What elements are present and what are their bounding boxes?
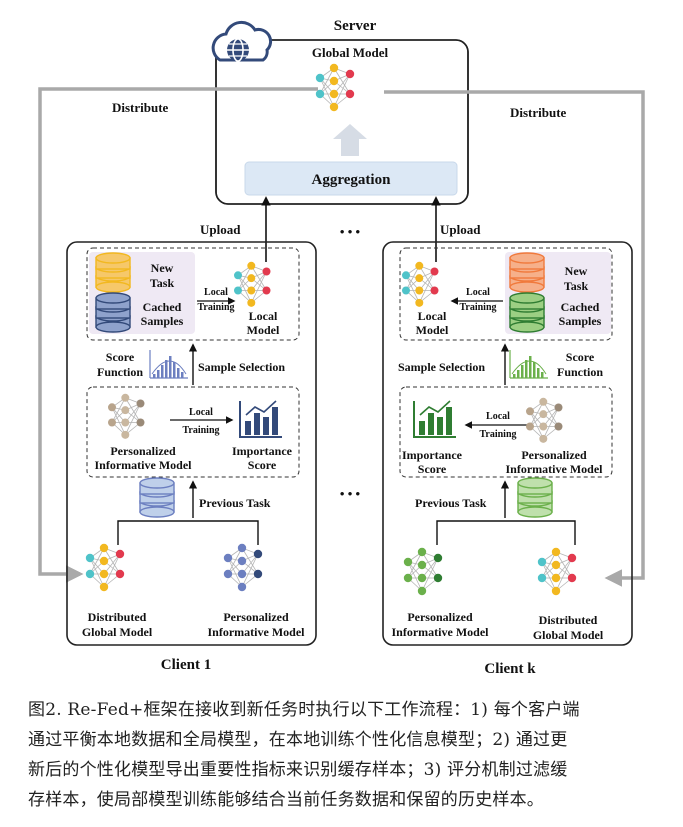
new-task-label-1: New (151, 261, 174, 275)
previous-task-database-icon (139, 477, 175, 518)
local-training-label-2: Training (197, 302, 234, 313)
local-model-network-icon (234, 261, 271, 307)
aggregation-label: Aggregation (312, 172, 392, 188)
cached-samples-database-icon (509, 292, 545, 333)
upload-left-label: Upload (200, 222, 241, 237)
cached-samples-label-1: Cached (143, 300, 182, 314)
distributed-global-model-network-icon (537, 547, 577, 596)
federated-workflow-diagram: Server Global Model Aggregation Distribu… (38, 18, 645, 677)
previous-task-bracket (436, 520, 576, 545)
personalized-bottom-label-1: Personalized (407, 610, 473, 624)
local-model-label-2: Model (416, 323, 449, 337)
new-task-database-icon (509, 252, 545, 293)
local-model-label-1: Local (418, 309, 447, 323)
distribute-right-arrow (384, 90, 645, 587)
aggregation-box: Aggregation (244, 161, 458, 196)
score-function-label-2: Function (97, 365, 143, 379)
cached-samples-label-2: Samples (559, 314, 602, 328)
caption-line-1: 图2. Re-Fed+框架在接收到新任务时执行以下工作流程：1) 每个客户端 (28, 700, 580, 720)
figure-caption: 图2. Re-Fed+框架在接收到新任务时执行以下工作流程：1) 每个客户端 通… (28, 695, 658, 815)
previous-task-label: Previous Task (199, 496, 271, 510)
distribute-left-label: Distribute (112, 100, 169, 115)
local-training-label-1: Local (204, 287, 228, 298)
caption-line-3: 新后的个性化模型导出重要性指标来识别缓存样本；3) 评分机制过滤缓 (28, 760, 568, 780)
client-k-box (382, 241, 633, 646)
personalized-informative-model-network-icon (403, 547, 443, 596)
distributed-label-1: Distributed (88, 610, 147, 624)
local-label-c1b: Local (189, 407, 213, 418)
new-task-label-1: New (565, 264, 588, 278)
sample-selection-label: Sample Selection (398, 360, 485, 374)
ellipsis-top: • • • (340, 224, 361, 239)
upload-right-label: Upload (440, 222, 481, 237)
client-k-importance-group (399, 386, 613, 478)
personalized-bottom-label-2: Informative Model (208, 625, 306, 639)
aggregation-up-arrow-icon (333, 124, 367, 156)
new-task-label-2: Task (150, 276, 175, 290)
cached-samples-label-1: Cached (561, 300, 600, 314)
local-model-label-2: Model (247, 323, 280, 337)
personalized-informative-model-network-icon (223, 543, 263, 592)
personalized-label-2: Informative Model (95, 458, 193, 472)
local-model-label-1: Local (249, 309, 278, 323)
cloud-globe-icon (211, 20, 273, 62)
personalized-model-network-icon (108, 393, 145, 439)
importance-score-label-2: Score (418, 462, 447, 476)
training-label-c1b: Training (182, 425, 219, 436)
cached-samples-database-icon (95, 292, 131, 333)
importance-score-label-1: Importance (232, 444, 293, 458)
local-model-network-icon (402, 261, 439, 307)
score-distribution-icon (509, 350, 548, 379)
score-function-label-1: Score (106, 350, 135, 364)
local-training-label-2: Training (459, 302, 496, 313)
server-title: Server (334, 18, 377, 34)
importance-bar-chart-icon (239, 400, 282, 438)
personalized-model-network-icon (526, 397, 563, 443)
global-model-label: Global Model (312, 45, 389, 60)
distributed-label-2: Global Model (533, 628, 604, 642)
training-label-ckb: Training (479, 429, 516, 440)
distributed-global-model-network-icon (85, 543, 125, 592)
score-function-label-2: Function (557, 365, 603, 379)
caption-line-2: 通过平衡本地数据和全局模型，在本地训练个性化信息模型；2) 通过更 (28, 730, 568, 750)
personalized-bottom-label-1: Personalized (223, 610, 289, 624)
client-1-title: Client 1 (161, 657, 211, 673)
client-k-title: Client k (484, 661, 536, 677)
score-distribution-icon (149, 350, 188, 379)
personalized-label-2: Informative Model (506, 462, 604, 476)
importance-score-label-1: Importance (402, 448, 463, 462)
distribute-right-label: Distribute (510, 105, 567, 120)
local-training-label-1: Local (466, 287, 490, 298)
client-1-importance-group (86, 386, 300, 478)
new-task-database-icon (95, 252, 131, 293)
distributed-label-2: Global Model (82, 625, 153, 639)
previous-task-database-icon (517, 477, 553, 518)
distributed-label-1: Distributed (539, 613, 598, 627)
score-function-label-1: Score (566, 350, 595, 364)
sample-selection-label: Sample Selection (198, 360, 285, 374)
client-k-local-training-group (399, 247, 613, 341)
new-task-label-2: Task (564, 279, 589, 293)
local-label-ckb: Local (486, 411, 510, 422)
ellipsis-middle: • • • (340, 486, 361, 501)
previous-task-bracket (117, 520, 259, 545)
cached-samples-label-2: Samples (141, 314, 184, 328)
personalized-bottom-label-2: Informative Model (392, 625, 490, 639)
importance-bar-chart-icon (413, 400, 456, 438)
global-model-network-icon (315, 63, 355, 112)
importance-score-label-2: Score (248, 458, 277, 472)
previous-task-label: Previous Task (415, 496, 487, 510)
personalized-label-1: Personalized (110, 444, 176, 458)
distribute-left-arrow (38, 87, 318, 583)
client-1-local-training-group (86, 247, 300, 341)
client-1-box (66, 241, 317, 646)
personalized-label-1: Personalized (521, 448, 587, 462)
caption-line-4: 存样本，使局部模型训练能够结合当前任务数据和保留的历史样本。 (28, 790, 544, 810)
